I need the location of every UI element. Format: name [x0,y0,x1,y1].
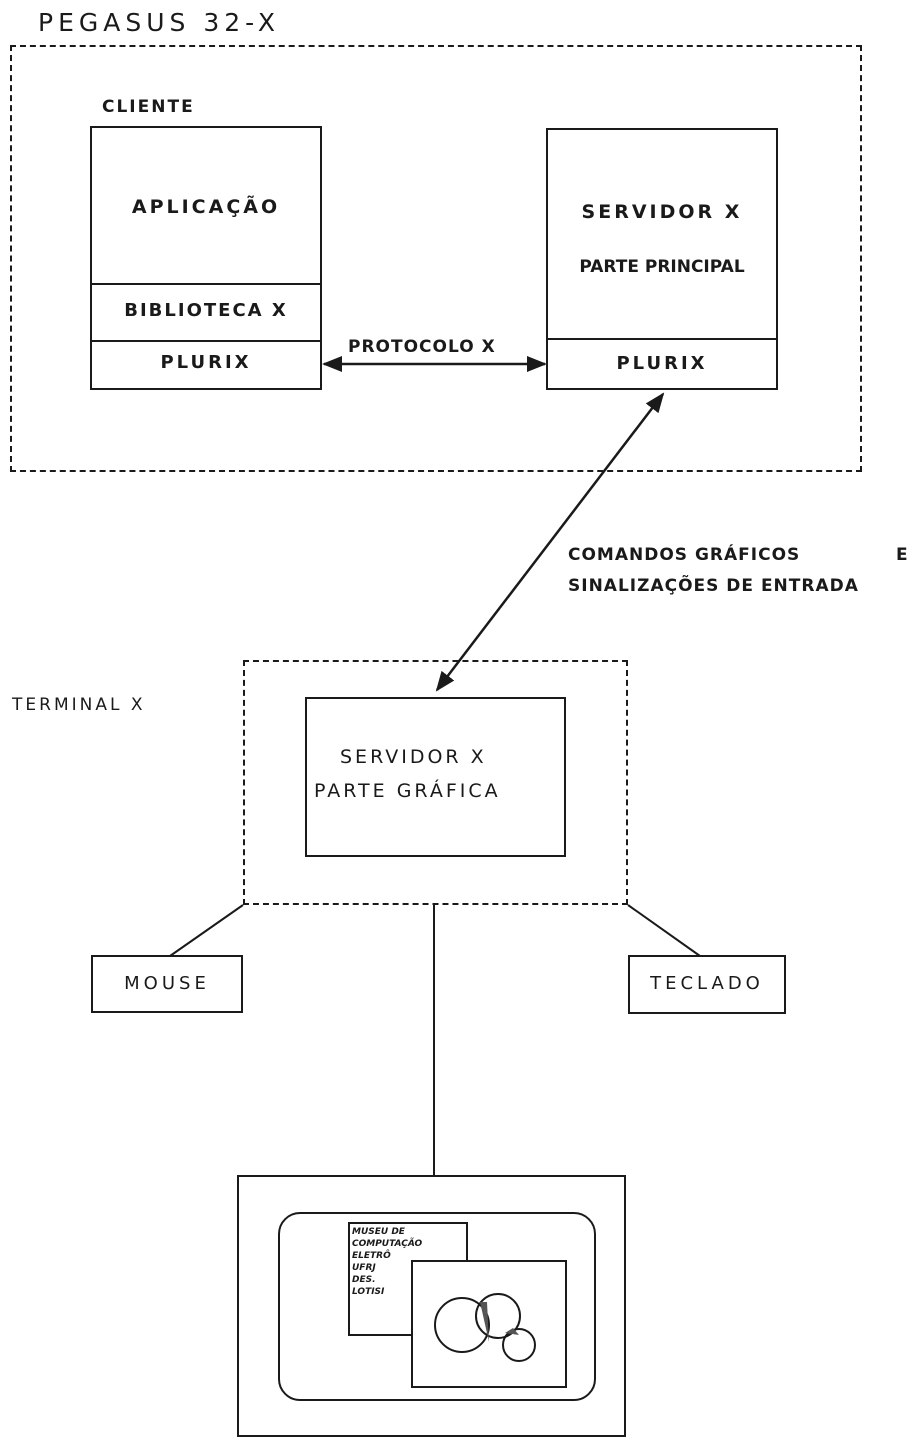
keyboard-cable [628,905,700,956]
graphics-link-arrow [437,394,663,690]
screen-circle-1 [435,1298,489,1352]
screen-circle-3 [503,1329,535,1361]
mouse-cable [170,905,243,956]
